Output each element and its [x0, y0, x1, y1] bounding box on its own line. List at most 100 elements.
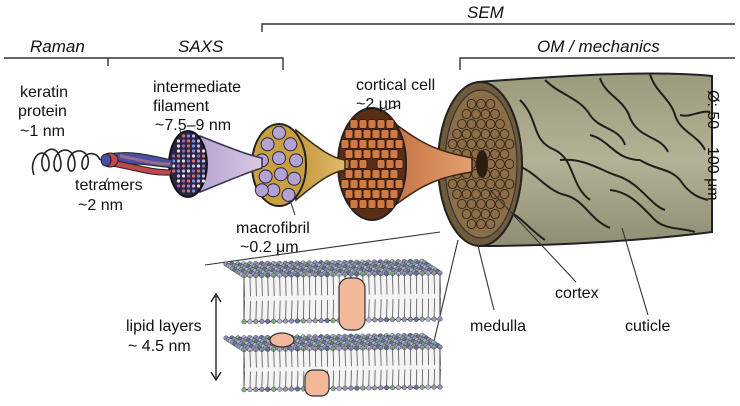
- lipid-head: [306, 318, 312, 324]
- lipid-tail: [433, 273, 435, 294]
- cortical-chunk: [349, 199, 359, 209]
- lipid-tail: [326, 299, 329, 321]
- filament-dot: [201, 169, 206, 173]
- hair-cell: [485, 118, 496, 130]
- lipid-tail: [332, 299, 334, 321]
- lipid-head: [247, 387, 253, 393]
- lipid-head: [336, 385, 342, 391]
- cortical-chunk: [389, 169, 399, 179]
- hair-cell: [471, 208, 481, 220]
- filament-dot: [186, 179, 191, 183]
- lipid-head: [401, 316, 407, 322]
- filament-dot: [176, 169, 181, 173]
- lipid-head: [330, 317, 336, 323]
- filament-dot: [181, 164, 186, 168]
- lipid-tail: [392, 369, 394, 388]
- lipid-tail: [308, 300, 311, 321]
- lipid-tail: [338, 348, 340, 367]
- medulla-core: [476, 150, 488, 178]
- hair-cell: [495, 178, 505, 190]
- hair-cell: [490, 188, 500, 200]
- lipid-head: [253, 387, 259, 393]
- lipid-tail: [255, 300, 257, 322]
- cortical-chunk: [340, 179, 350, 189]
- cortical-chunk: [394, 159, 404, 169]
- lipid-head: [401, 384, 407, 390]
- hair-cell: [485, 198, 496, 210]
- label-cortical-size: ~2 μm: [356, 96, 401, 113]
- hair-cell: [499, 188, 510, 200]
- lipid-tail: [392, 298, 394, 320]
- hair-cell: [471, 188, 481, 200]
- hair-cell: [485, 178, 496, 190]
- lipid-tail: [279, 371, 281, 390]
- hair-cell: [504, 138, 515, 150]
- hair-cell: [495, 198, 505, 210]
- filament-dot: [176, 179, 181, 183]
- filament-dot: [186, 159, 191, 163]
- cortical-chunk: [376, 119, 386, 129]
- lipid-tail: [249, 275, 251, 297]
- filament-dot: [186, 169, 191, 173]
- hair-cell: [480, 208, 491, 220]
- lipid-head: [271, 318, 277, 324]
- filament-dot: [191, 149, 196, 153]
- lipid-head: [265, 318, 271, 324]
- lipid-head: [437, 316, 443, 322]
- filament-dot: [176, 164, 181, 168]
- lipid-tail: [409, 298, 412, 320]
- cuticle-scales: [504, 73, 711, 241]
- cortical-chunk: [380, 169, 390, 179]
- cortical-chunk: [362, 129, 372, 139]
- filament-dot: [176, 149, 181, 153]
- lipid-tail: [439, 298, 441, 320]
- cortical-chunk: [376, 159, 386, 169]
- hair-cell: [485, 138, 496, 150]
- lipid-tail: [255, 371, 257, 390]
- filament-dot: [181, 169, 186, 173]
- filament-dots: [171, 134, 206, 193]
- filament-dot: [191, 159, 196, 163]
- lipid-head: [407, 384, 413, 390]
- header-raman: Raman: [30, 37, 85, 56]
- cortical-chunk: [349, 179, 359, 189]
- cortical-chunk: [394, 179, 404, 189]
- lipid-tail: [403, 369, 406, 388]
- lipid-tail: [302, 300, 305, 321]
- hair-cell: [457, 198, 467, 210]
- lipid-tail: [421, 347, 424, 366]
- filament-dot: [181, 139, 186, 143]
- lipid-tail: [427, 347, 430, 366]
- lipid-head: [277, 318, 283, 324]
- lipid-tail: [338, 370, 340, 389]
- raman-bracket: [4, 57, 109, 66]
- label-filament-line2: filament: [153, 98, 210, 115]
- hair-cell: [480, 128, 491, 140]
- lipid-tail: [398, 347, 400, 366]
- label-medulla: medulla: [470, 318, 526, 335]
- lipid-tail: [273, 300, 275, 322]
- leader-lines: [103, 104, 649, 376]
- filament-dot: [171, 154, 176, 158]
- lipid-head: [241, 319, 247, 325]
- lipid-tail: [415, 369, 418, 388]
- cortical-chunk: [367, 119, 377, 129]
- lipid-head: [294, 318, 300, 324]
- macrofibril-disc: [254, 183, 269, 198]
- lipid-tail: [392, 273, 394, 295]
- filament-dot: [191, 179, 196, 183]
- lipid-tail: [362, 370, 364, 389]
- cortical-chunk: [358, 159, 368, 169]
- lipid-tail: [439, 272, 441, 294]
- cortical-chunk: [367, 179, 377, 189]
- filament-dot: [196, 179, 201, 183]
- label-tetramers-size: ~2 nm: [78, 197, 123, 214]
- lipid-tail: [380, 273, 382, 295]
- lipid-tail: [279, 275, 281, 296]
- lipid-head: [247, 319, 253, 325]
- filament-dot: [186, 189, 191, 193]
- lipid-tail: [421, 298, 424, 320]
- hair-cell: [480, 108, 491, 120]
- lipid-tail: [243, 371, 245, 390]
